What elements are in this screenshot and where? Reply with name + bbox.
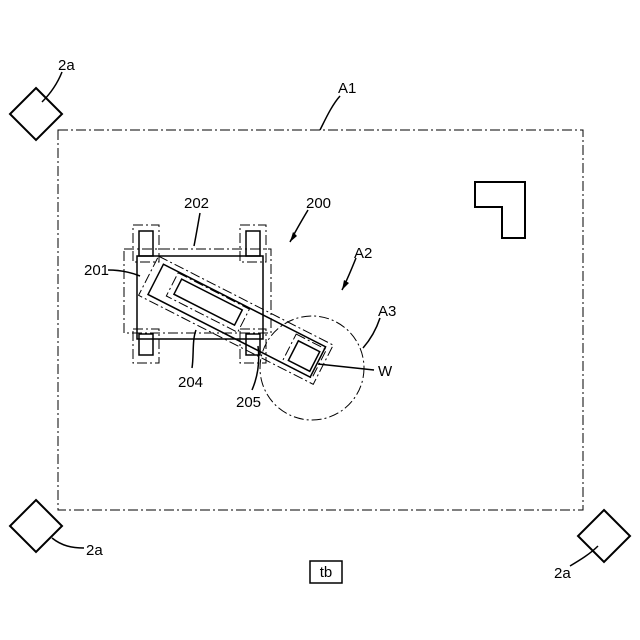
arm-assembly <box>139 256 334 384</box>
label-2a-bottom-right: 2a <box>554 565 571 582</box>
label-2a-top-left: 2a <box>58 57 75 74</box>
label-a2: A2 <box>354 245 372 262</box>
sensor-bottom-left <box>10 500 62 552</box>
label-202: 202 <box>184 195 209 212</box>
leader-205 <box>252 346 259 390</box>
wheel-top-right <box>246 231 260 256</box>
leader-w <box>318 364 374 370</box>
leader-204 <box>192 330 196 368</box>
wheel-bottom-left <box>139 334 153 355</box>
label-a1: A1 <box>338 80 356 97</box>
leader-sensor-bottom-left <box>52 538 84 548</box>
leader-a3 <box>363 318 380 348</box>
label-tb: tb <box>320 564 333 581</box>
arrow-200 <box>290 232 297 242</box>
label-204: 204 <box>178 374 203 391</box>
sensor-bottom-right <box>578 510 630 562</box>
arrow-a2 <box>342 280 349 290</box>
leader-a1 <box>320 96 340 130</box>
label-w: W <box>378 363 393 380</box>
label-201: 201 <box>84 262 109 279</box>
leader-sensor-bottom-right <box>570 546 598 566</box>
label-2a-bottom-left: 2a <box>86 542 103 559</box>
label-205: 205 <box>236 394 261 411</box>
label-a3: A3 <box>378 303 396 320</box>
obstacle-block <box>475 182 525 238</box>
arm-dashed-outline <box>139 256 334 384</box>
sensor-top-left <box>10 88 62 140</box>
label-200: 200 <box>306 195 331 212</box>
wheel-top-left <box>139 231 153 256</box>
leader-202 <box>194 213 200 246</box>
